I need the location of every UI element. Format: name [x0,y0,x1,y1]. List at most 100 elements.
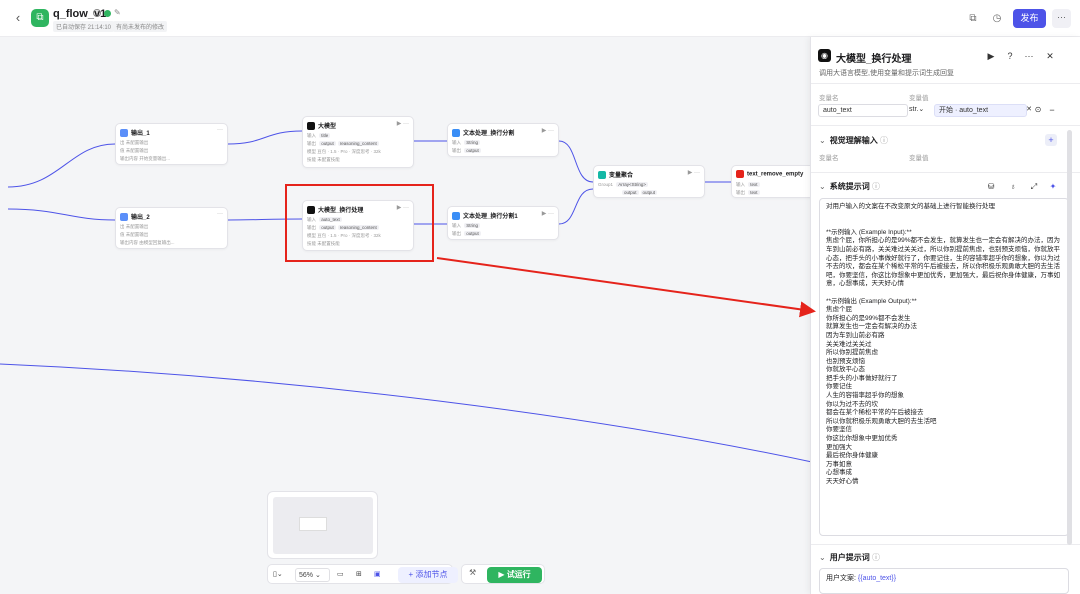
llm-icon: ◉ [818,49,831,62]
history-icon[interactable]: ◷ [992,13,1002,24]
output-tag: reasoning_content [337,225,379,230]
wire-out2-llm2 [227,218,303,221]
user-prefix: 用户文案: [826,575,856,582]
vision-section-header[interactable]: ⌄视觉理解输入 ⓘ [819,135,888,146]
merge-tag: output [640,190,658,195]
help-icon[interactable]: ? [1007,51,1013,61]
node-text-split-2[interactable]: 文本处理_换行分割1 ▶ ··· 输入 String 输出 output [447,206,559,240]
node-more-icon[interactable]: ··· [217,127,223,133]
zoom-select[interactable]: 56% ⌄ [295,568,330,582]
node-row: 值 未配置输出 [120,232,149,237]
var-value-label: 变量值 [909,95,929,102]
info-icon: ⓘ [879,136,888,145]
node-more-icon[interactable]: ··· [217,211,223,217]
node-run-more-icon[interactable]: ▶ ··· [396,121,409,127]
run-label: 试运行 [506,570,531,579]
add-node-button[interactable]: + 添加节点 [398,567,458,583]
var-name-label: 变量名 [819,95,839,102]
output-node-icon [120,129,128,138]
info-icon: ⓘ [871,553,880,562]
node-title: 输出_2 [131,215,150,221]
mouse-mode-icon[interactable]: ▯⌄ [273,571,283,578]
minimap-toggle-icon[interactable]: ▣ [374,571,381,578]
workflow-canvas[interactable]: 输出_1 ··· 出 未配置输出 值 未配置输出 输出内容 开始变量输出... … [0,37,812,594]
llm-node-icon [307,206,315,215]
var-ref-input[interactable]: 开始 · auto_text [934,104,1027,117]
close-icon[interactable]: ✕ [1046,51,1054,61]
test-run-button[interactable]: ▶ 试运行 [487,567,542,583]
model-label: 豆包 · 1.5 · Pro · 深度思考 · 32k [317,233,381,238]
node-row: 输出内容 由模型回复输出... [120,240,175,245]
node-run-more-icon[interactable]: ▶ ··· [541,211,554,217]
node-run-more-icon[interactable]: ▶ ··· [396,205,409,211]
library-icon[interactable]: ⛁ [987,182,995,191]
system-title: 系统提示词 [829,182,870,191]
system-prompt-editor[interactable]: 对用户输入的文案在不改变原文的基础上进行智能换行处理 **示例输入 (Examp… [819,198,1069,536]
ai-optimize-icon[interactable]: ✦ [1049,182,1057,191]
node-title: 变量聚合 [609,173,634,179]
user-prompt-editor[interactable]: 用户文案: {{auto_text}} [819,568,1069,594]
minimap-area [273,497,373,554]
chevron-down-icon: ⌄ [819,182,826,191]
panel-more-icon[interactable]: ··· [1024,51,1034,61]
edit-icon[interactable]: ✎ [114,8,121,17]
node-row: 值 未配置输出 [120,148,149,153]
var-type-select[interactable]: str.⌄ [909,104,933,117]
divider [811,544,1080,545]
system-prompt-header[interactable]: ⌄系统提示词 ⓘ [819,181,880,192]
merge-node-icon [598,171,606,180]
info-icon[interactable]: i [93,9,101,17]
debug-tool-icon[interactable]: ⚒ [469,568,477,577]
node-output-2[interactable]: 输出_2 ··· 出 未配置输出 值 未配置输出 输出内容 由模型回复输出... [115,207,228,249]
merge-tag: Array<String> [616,182,649,187]
panel-scrollbar[interactable] [1067,130,1072,545]
clear-icon[interactable]: ✕ [1026,106,1032,113]
text-node-icon [452,212,460,221]
copy-icon[interactable]: ⧉ [969,13,977,24]
node-row: 输出内容 开始变量输出... [120,156,171,161]
comment-icon[interactable]: ▭ [337,571,344,578]
layout-icon[interactable]: ⊞ [356,571,362,578]
vision-value-label: 变量值 [909,155,929,162]
workflow-app-icon: ⧉ [31,9,49,27]
node-row: 出 未配置输出 [120,224,149,229]
expand-icon[interactable]: ⤢ [1030,182,1038,191]
node-run-more-icon[interactable]: ▶ ··· [687,170,700,176]
settings-icon[interactable]: ⊙ [1034,105,1042,114]
node-output-1[interactable]: 输出_1 ··· 出 未配置输出 值 未配置输出 输出内容 开始变量输出... [115,123,228,165]
bulb-icon[interactable]: ♁ [1010,182,1016,191]
node-title: text_remove_empty [747,171,804,178]
output-tag: output [319,225,336,230]
publish-button[interactable]: 发布 [1013,9,1046,28]
node-title: 输出_1 [131,131,150,137]
run-node-icon[interactable]: ▶ [987,51,995,61]
info-icon: ⓘ [871,182,880,191]
wire-text1-merge [558,140,594,183]
add-vision-button[interactable]: + [1045,134,1057,146]
back-arrow-icon[interactable]: ‹ [15,10,21,25]
user-prompt-header[interactable]: ⌄用户提示词 ⓘ [819,552,880,563]
vision-title: 视觉理解输入 [829,136,878,145]
highlight-box [285,184,434,262]
var-type: str. [909,106,919,113]
node-text-split-1[interactable]: 文本处理_换行分割 ▶ ··· 输入 String 输出 output [447,123,559,157]
autosave-info: 已自动保存 21:14:10 [53,21,115,32]
var-name-input[interactable]: auto_text [818,104,908,117]
input-tag: String [464,140,481,145]
minimap-viewport[interactable] [299,517,327,531]
more-icon[interactable]: ··· [1052,9,1071,28]
remove-var-icon[interactable]: − [1049,105,1055,115]
wire-start-out1 [7,143,116,188]
workflow-title: q_flow_v1 [53,8,107,20]
node-run-more-icon[interactable]: ▶ ··· [541,128,554,134]
node-text-remove-empty[interactable]: text_remove_empty 输入 text 输出 text [731,165,812,198]
divider [811,172,1080,173]
user-var: {{auto_text}} [857,575,897,582]
llm-node-icon [307,122,315,131]
output-tag: output [464,148,481,153]
divider [811,125,1080,126]
minimap[interactable] [267,491,378,559]
